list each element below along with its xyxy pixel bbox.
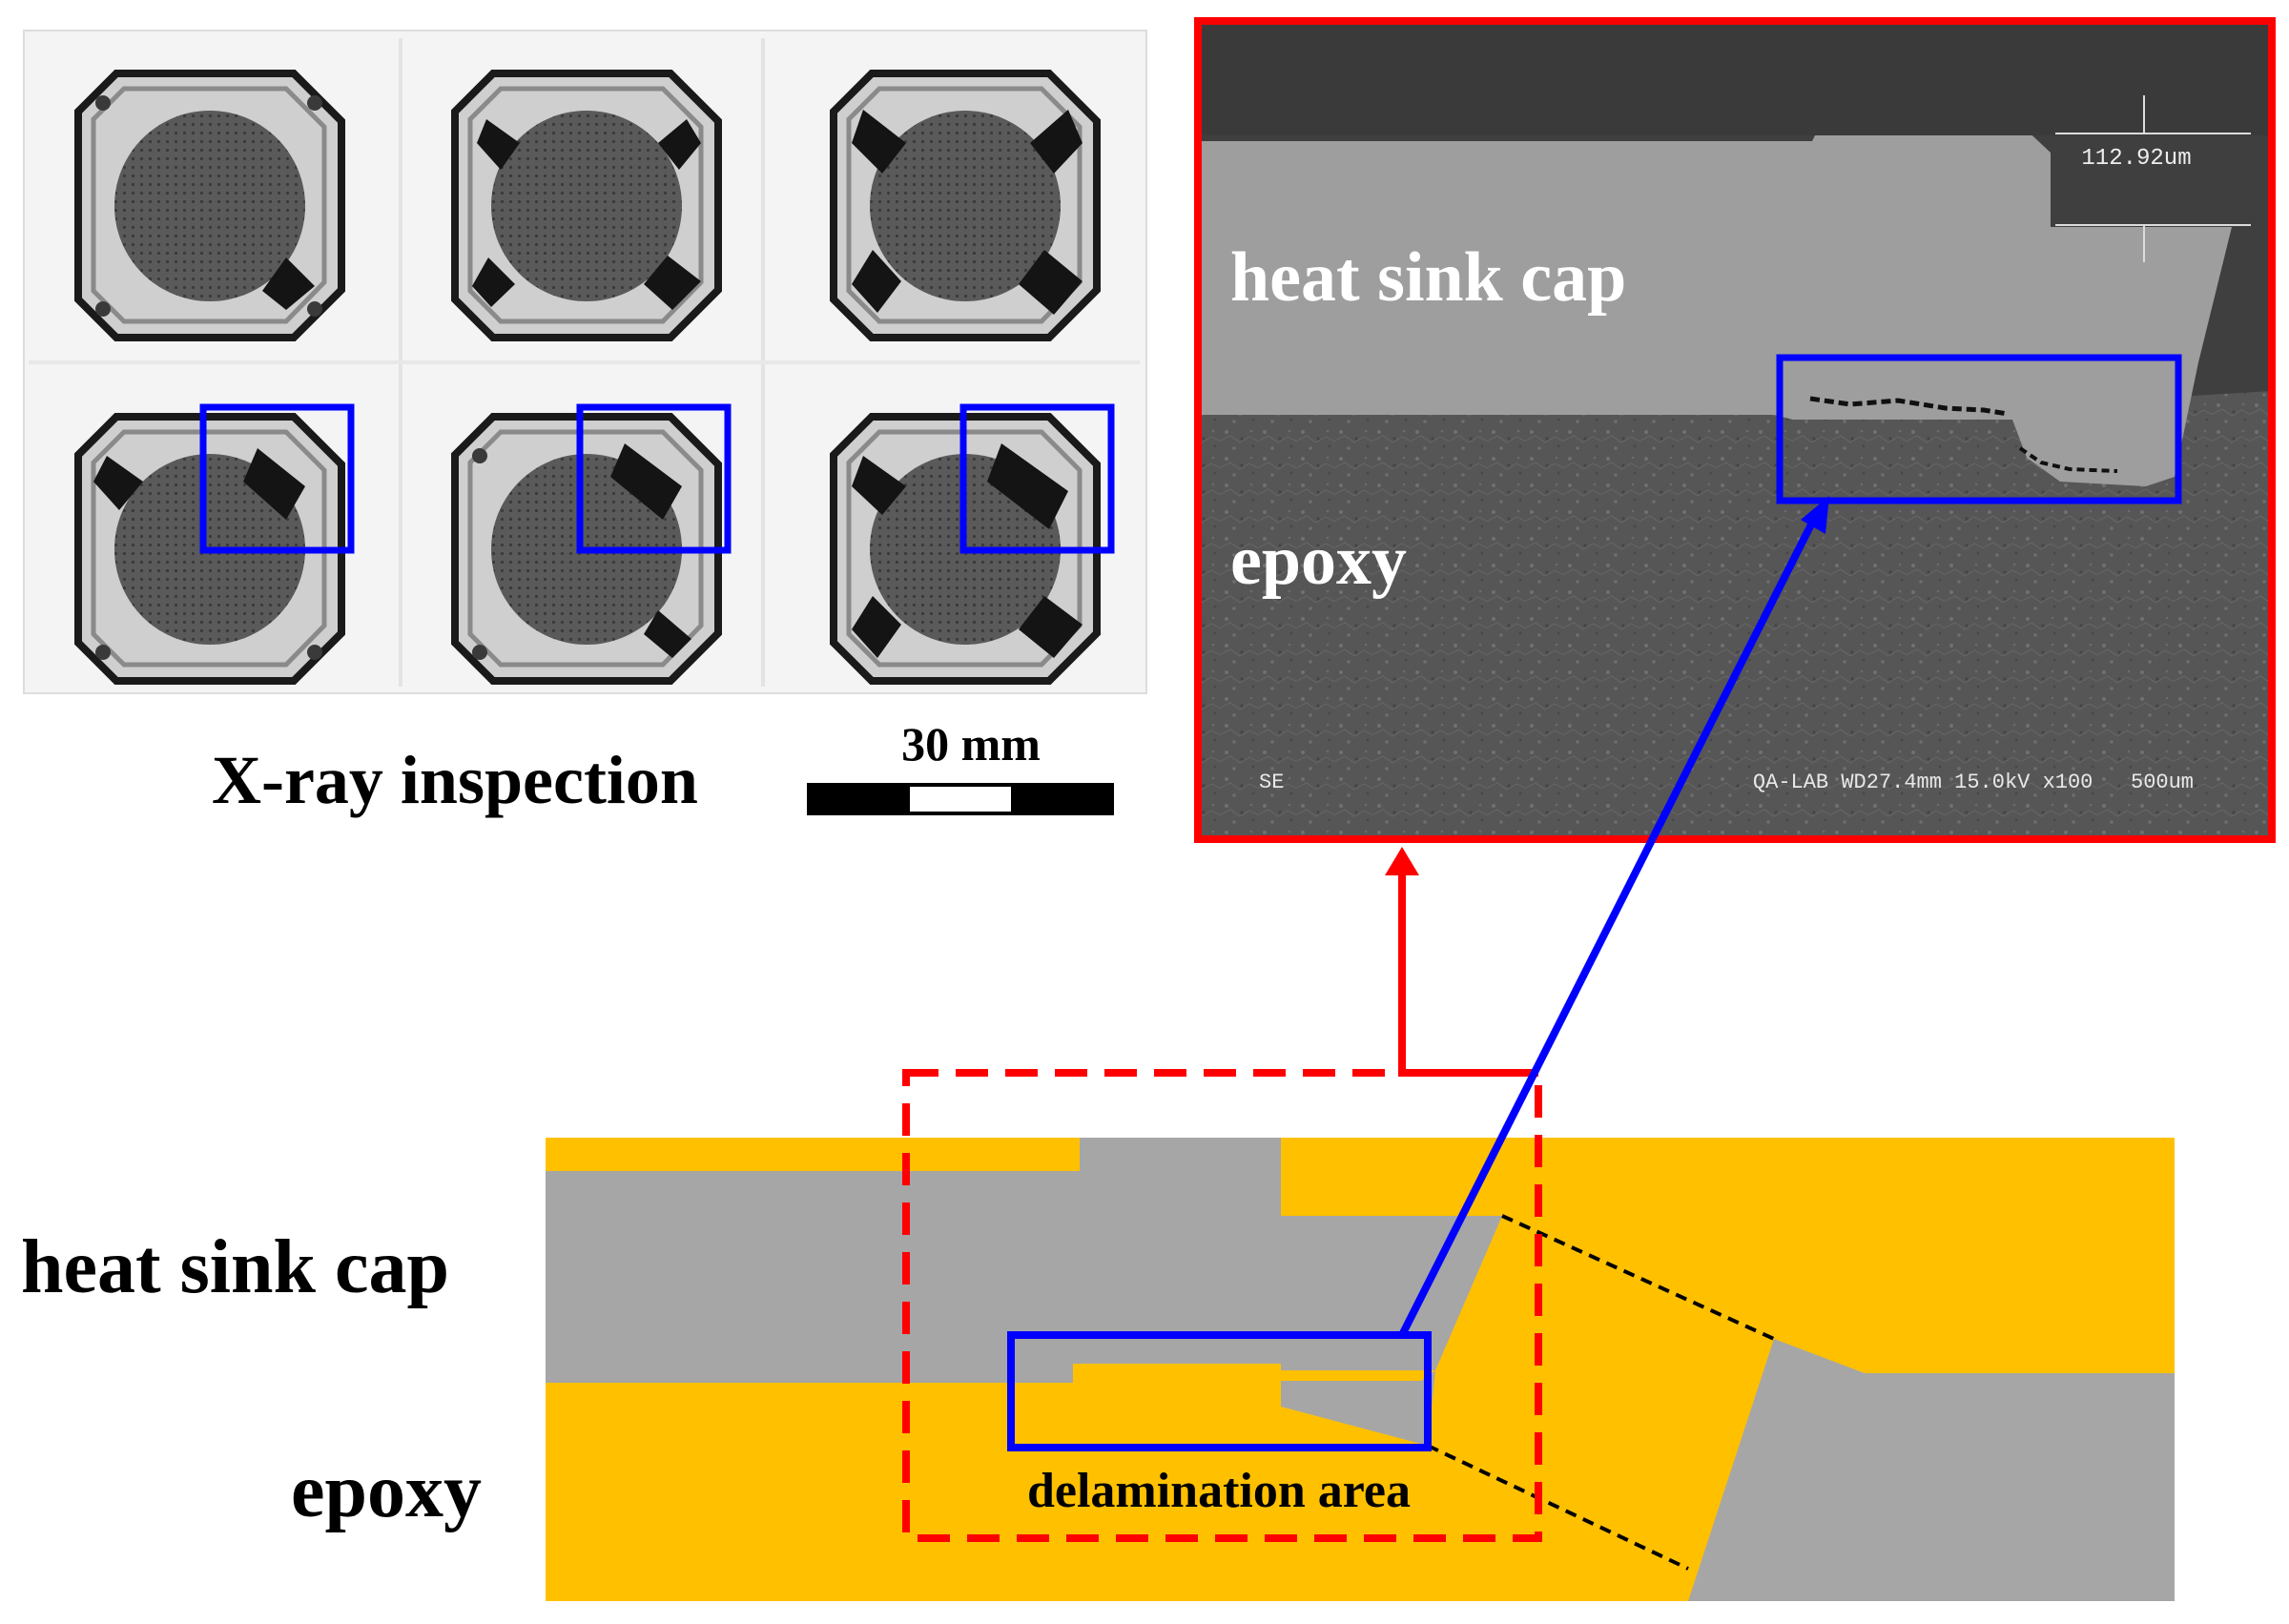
xray-highlight-box: [576, 403, 732, 554]
xray-package-top-left: [74, 70, 345, 341]
sem-image: 112.92um SE QA-LAB WD27.4mm 15.0kV x100 …: [1198, 21, 2272, 839]
sem-label-epoxy: epoxy: [1230, 522, 1407, 600]
cross-section-schematic: delamination area: [546, 1069, 2175, 1601]
zoom-region-box: [902, 1069, 1542, 1542]
xray-package-top-middle: [451, 70, 722, 341]
schematic-cap: [546, 1138, 1502, 1446]
sem-delamination-crack: [1809, 396, 2009, 417]
sem-label-cap: heat sink cap: [1230, 238, 1626, 317]
delamination-box: [1007, 1331, 1432, 1451]
schematic-cap-right: [1688, 1339, 2175, 1601]
scale-bar: [807, 783, 1114, 815]
sem-detector: SE: [1259, 771, 1284, 794]
xray-caption: X-ray inspection: [212, 742, 698, 818]
schematic-label-cap: heat sink cap: [21, 1225, 449, 1309]
schematic-label-epoxy: epoxy: [291, 1449, 482, 1533]
red-zoom-arrow: [1385, 847, 1538, 1077]
sem-frame: [1194, 17, 2276, 843]
sem-info-bar: QA-LAB WD27.4mm 15.0kV x100 500um: [1753, 771, 2194, 794]
xray-image: [23, 30, 1147, 694]
zoom-guide-line: [1427, 1444, 1689, 1571]
blue-link-arrow: [1398, 496, 1829, 1337]
xray-package-top-right: [830, 70, 1101, 341]
xray-highlight-box: [959, 403, 1115, 554]
xray-highlight-box: [199, 403, 355, 554]
sem-highlight-box: [1776, 354, 2182, 504]
sem-epoxy-region: [1198, 415, 1774, 839]
zoom-guide-line: [1501, 1214, 1775, 1341]
scale-bar-label: 30 mm: [901, 717, 1041, 771]
sem-cap-region: [1198, 126, 2232, 486]
delamination-label: delamination area: [1027, 1464, 1411, 1518]
sem-measurement: 112.92um: [2081, 146, 2191, 172]
